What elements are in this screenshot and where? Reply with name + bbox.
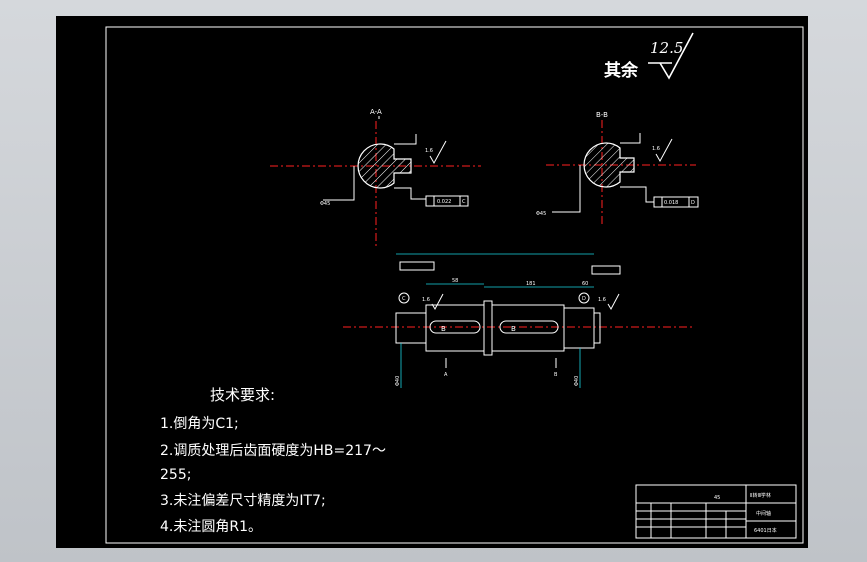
- shaft-roughness-left-icon: [431, 293, 444, 311]
- title-cell-2: 中间轴: [756, 510, 771, 517]
- section-bb-title: B-B: [596, 111, 608, 119]
- section-aa-tolerance: 0.022: [437, 199, 451, 205]
- section-mark-b: B: [554, 372, 558, 378]
- section-bb-diameter: Φ45: [536, 211, 546, 217]
- drawing-sheet: 其余 12.5 A-A Φ45 0.022 C: [56, 16, 808, 548]
- section-bb-tolerance-frame: [653, 196, 699, 208]
- tech-title: 技术要求:: [210, 386, 275, 404]
- section-bb-roughness: 1.6: [652, 146, 660, 152]
- section-aa-title: A-A: [370, 108, 382, 116]
- section-bb-roughness-icon: [655, 138, 673, 163]
- datum-d: D: [582, 296, 586, 302]
- section-a-a: A-A Φ45 0.022 C 1.6: [270, 108, 481, 248]
- technical-requirements: 技术要求: 1.倒角为C1; 2.调质处理后齿面硬度为HB=217～ 255; …: [160, 386, 386, 535]
- dim-58: 58: [452, 278, 458, 284]
- dim-60: 60: [582, 281, 588, 287]
- keyway-left: [429, 320, 481, 334]
- dim-181: 181: [526, 281, 536, 287]
- general-roughness-note: 其余 12.5: [604, 32, 694, 81]
- tech-item-4: 4.未注圆角R1。: [160, 519, 262, 535]
- section-aa-roughness: 1.6: [425, 148, 433, 154]
- keyway-right: [499, 320, 559, 334]
- material: 45: [714, 495, 720, 501]
- section-aa-diameter: Φ45: [320, 201, 330, 207]
- tech-item-1: 1.倒角为C1;: [160, 416, 239, 432]
- roughness-label: 其余: [604, 60, 639, 81]
- section-bb-tolerance: 0.018: [664, 200, 678, 206]
- roughness-symbol-icon: [659, 32, 694, 80]
- tech-item-2-cont: 255;: [160, 467, 191, 483]
- section-aa-datum: C: [462, 199, 466, 205]
- title-block: 45 Ⅱ转Ⅲ学林 中间轴 6401日本: [635, 484, 797, 539]
- keyway-right-label: B: [511, 325, 516, 333]
- shaft-roughness-right-icon: [607, 293, 620, 311]
- shaft-roughness-right: 1.6: [598, 297, 606, 303]
- datum-c-icon: [398, 292, 410, 304]
- tech-item-3: 3.未注偏差尺寸精度为IT7;: [160, 493, 326, 509]
- shaft-roughness-left: 1.6: [422, 297, 430, 303]
- section-aa-roughness-icon: [429, 140, 447, 165]
- title-cell-1: Ⅱ转Ⅲ学林: [750, 492, 771, 499]
- dia-left: Φ40: [395, 376, 401, 386]
- section-mark-a: A: [444, 372, 448, 378]
- section-b-b: B-B Φ45 0.018 D 1.6: [536, 111, 699, 224]
- title-cell-3: 6401日本: [754, 527, 777, 534]
- section-bb-profile: [583, 142, 635, 188]
- shaft-main-view: 58 181 60 B B A: [343, 253, 692, 388]
- dia-right: Φ40: [574, 376, 580, 386]
- datum-c: C: [402, 296, 406, 302]
- drawing-canvas: 其余 12.5 A-A Φ45 0.022 C: [105, 26, 804, 544]
- roughness-value: 12.5: [650, 39, 683, 57]
- section-bb-datum: D: [691, 200, 695, 206]
- datum-d-icon: [578, 292, 590, 304]
- section-aa-tolerance-frame: [425, 195, 469, 207]
- keyway-left-label: B: [441, 325, 446, 333]
- section-aa-profile: [357, 143, 412, 189]
- tech-item-2: 2.调质处理后齿面硬度为HB=217～: [160, 443, 386, 459]
- inner-frame: [105, 26, 804, 544]
